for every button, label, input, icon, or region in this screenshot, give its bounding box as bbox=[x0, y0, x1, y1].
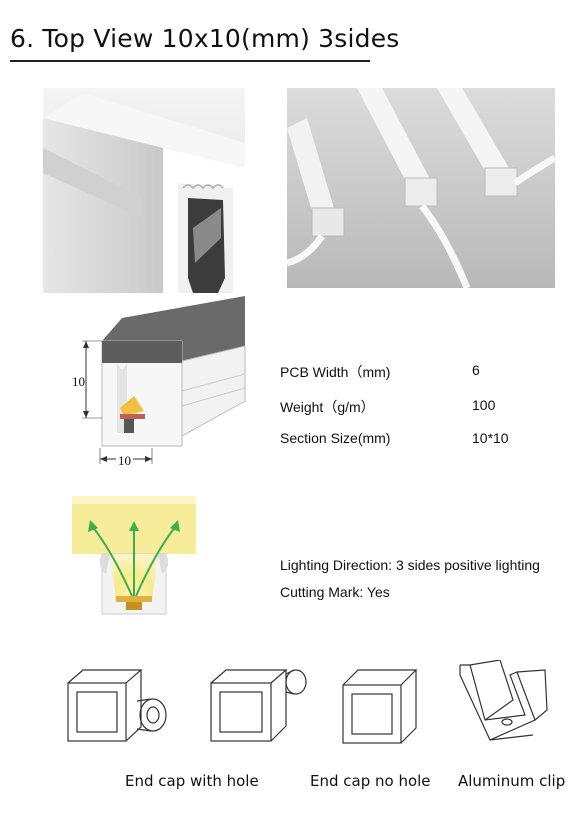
aluminum-clip-label: Aluminum clip bbox=[458, 772, 566, 790]
title-underline bbox=[10, 60, 370, 62]
end-cap-with-hole-icon bbox=[65, 665, 170, 745]
end-cap-no-hole-label: End cap no hole bbox=[310, 772, 431, 790]
spec-label: PCB Width（mm) bbox=[280, 364, 391, 380]
spec-value: 100 bbox=[472, 397, 496, 413]
spec-row-pcb-width: PCB Width（mm) 6 bbox=[0, 362, 585, 382]
end-cap-no-hole-icon bbox=[340, 662, 420, 747]
spec-label: Weight（g/m） bbox=[280, 399, 375, 415]
spec-row-weight: Weight（g/m） 100 bbox=[0, 397, 585, 417]
profile-closeup-photo bbox=[43, 88, 245, 293]
profile-dimension-drawing: 10 10 bbox=[72, 296, 247, 468]
page-title: 6. Top View 10x10(mm) 3sides bbox=[10, 24, 400, 53]
end-cap-with-hole-label: End cap with hole bbox=[125, 772, 259, 790]
lighting-direction-text: Lighting Direction: 3 sides positive lig… bbox=[280, 557, 540, 573]
aluminum-clip-icon bbox=[455, 659, 550, 750]
end-cap-with-hole-side-icon bbox=[208, 660, 313, 745]
width-dimension-label: 10 bbox=[116, 453, 133, 468]
spec-label: Section Size(mm) bbox=[280, 430, 391, 446]
lighting-direction-diagram bbox=[72, 496, 196, 622]
cutting-mark-text: Cutting Mark: Yes bbox=[280, 584, 390, 600]
spec-value: 10*10 bbox=[472, 430, 509, 446]
strips-with-end-caps-photo bbox=[287, 88, 555, 288]
spec-row-section-size: Section Size(mm) 10*10 bbox=[0, 430, 585, 450]
spec-value: 6 bbox=[472, 362, 480, 378]
height-dimension-label: 10 bbox=[72, 374, 85, 389]
